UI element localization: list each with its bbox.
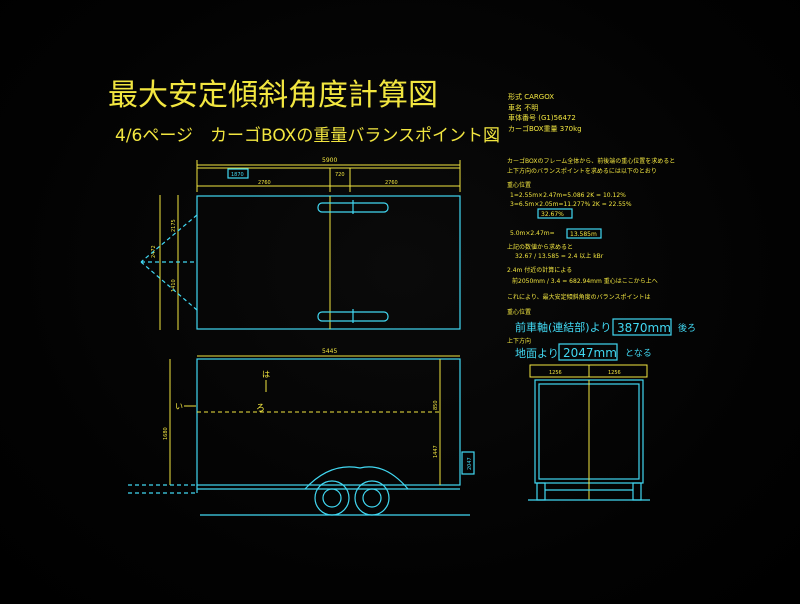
top-side-lower-dim: 1410 (171, 279, 177, 292)
info-line-1: 形式 CARGOX (508, 92, 554, 101)
result-2-suffix: となる (625, 348, 652, 359)
result-2-frame (558, 343, 618, 361)
top-side-dim: 2175 (171, 219, 177, 232)
calc-eq-1: 1=2.55m×2.47m=5.086 2K = 10.12% (510, 192, 626, 199)
rear-view: 1256 1256 (528, 364, 650, 501)
info-line-2: 車名 不明 (508, 103, 538, 112)
top-box-outline (196, 195, 461, 330)
side-overall-dim: 5445 (322, 348, 337, 355)
top-seg1-dim: 2760 (258, 180, 271, 186)
calc-eq-3: 32.67% (541, 211, 564, 218)
calc-head-5: 上下方向 (507, 337, 531, 345)
side-wheel-1 (314, 480, 350, 516)
drawing-title: 最大安定傾斜角度計算図 (108, 78, 438, 113)
calc-intro-1: カーゴBOXのフレーム全体から、前後端の重心位置を求めると (507, 157, 675, 165)
result-1-value: 3870mm (617, 321, 671, 335)
calc-head-3: 2.4m 付近の計算による (507, 266, 572, 274)
top-seg2-dim: 2760 (385, 180, 398, 186)
side-label-i: い (175, 402, 183, 411)
calc-note: これにより、最大安定傾斜角度のバランスポイントは (507, 293, 651, 301)
side-h2-dim: 1447 (433, 445, 439, 458)
result-2-label: 地面より (515, 347, 559, 360)
result-1-label: 前車軸(連結部)より (515, 320, 611, 334)
drawing-subtitle: 4/6ページ カーゴBOXの重量バランスポイント図 (115, 125, 500, 146)
side-box-outline (196, 358, 461, 486)
info-block: 形式 CARGOX 車名 不明 車体番号 (G1)56472 カーゴBOX重量 … (508, 92, 582, 133)
calc-head-2: 上記の数値から求めると (507, 243, 573, 251)
calc-eq-5: 32.67 / 13.585 = 2.4 以上 kBr (515, 252, 604, 260)
top-overall-dim: 5900 (322, 157, 337, 164)
side-h3-dim: 850 (433, 400, 439, 410)
info-line-3: 車体番号 (G1)56472 (508, 113, 576, 122)
rear-wheel-left (536, 482, 546, 501)
result-1-frame (612, 318, 672, 336)
side-box-label: 2047 (467, 457, 473, 470)
calc-intro-2: 上下方向のバランスポイントを求めるには以下のとおり (507, 167, 657, 175)
side-wheel-2 (354, 480, 390, 516)
calc-eq-4: 5.0m×2.47m= (510, 230, 555, 237)
side-box-label-frame (461, 451, 475, 475)
side-h1-dim: 1680 (163, 427, 169, 440)
calc-block: カーゴBOXのフレーム全体から、前後端の重心位置を求めると 上下方向のバランスポ… (507, 157, 696, 361)
rear-w1-dim: 1256 (549, 370, 562, 376)
result-2-value: 2047mm (563, 346, 617, 360)
top-view: 5900 1870 2760 2760 720 2472 2175 1410 (140, 157, 461, 330)
side-label-ha: は (262, 370, 270, 379)
result-1-suffix: 後ろ (678, 322, 696, 334)
calc-head-1: 重心位置 (507, 181, 531, 189)
side-fender (304, 466, 409, 490)
top-box-label: 1870 (231, 172, 244, 178)
top-box-label-frame (227, 168, 249, 179)
calc-head-4: 重心位置 (507, 308, 531, 316)
rear-w2-dim: 1256 (608, 370, 621, 376)
info-line-4: カーゴBOX重量 370kg (508, 124, 582, 133)
rear-wheel-right (632, 482, 642, 501)
calc-eq-2: 3=6.5m×2.05m=11.277% 2K = 22.55% (510, 201, 632, 208)
calc-eq-4-box: 13.585m (570, 231, 597, 238)
calc-eq4-frame (566, 228, 602, 239)
calc-eq3-frame (537, 208, 573, 219)
top-mid-dim: 720 (335, 172, 345, 178)
side-label-ro: ろ (256, 403, 265, 414)
side-view: 5445 は い ろ 1680 850 1447 2047 (128, 348, 475, 516)
calc-eq-6: 前2050mm / 3.4 = 682.94mm 重心はここから上へ (512, 277, 658, 285)
